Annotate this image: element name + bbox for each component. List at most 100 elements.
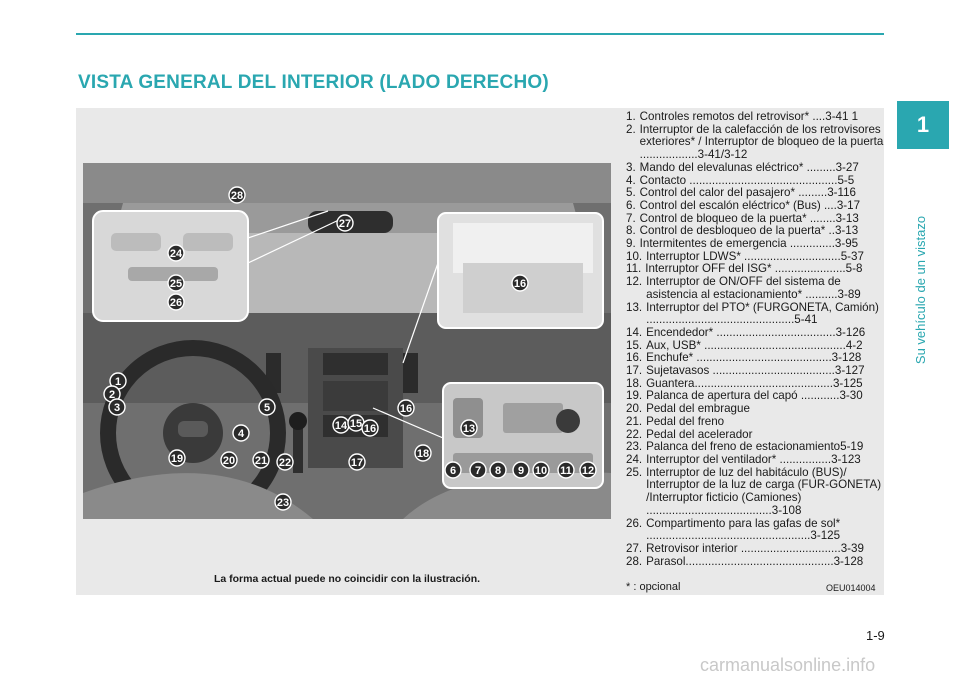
list-item-number: 6. — [626, 198, 636, 212]
callout-15: 15 — [347, 414, 365, 432]
svg-text:9: 9 — [518, 465, 524, 477]
list-item-text: Control del escalón eléctrico* (Bus) ...… — [639, 198, 861, 212]
list-item-text: Interruptor del ventilador* ............… — [646, 452, 861, 466]
callout-20: 20 — [220, 451, 238, 469]
list-item-number: 2. — [626, 122, 636, 136]
list-item-text: Interruptor de luz del habitáculo (BUS)/… — [646, 465, 882, 517]
svg-text:21: 21 — [255, 455, 267, 467]
callout-22: 22 — [276, 453, 294, 471]
list-item: 1.Controles remotos del retrovisor* ....… — [626, 110, 884, 124]
callout-9: 9 — [512, 461, 530, 479]
list-item-number: 8. — [626, 224, 636, 238]
callout-27: 27 — [336, 214, 354, 232]
svg-text:22: 22 — [279, 457, 291, 469]
list-item-number: 20. — [626, 402, 643, 416]
callout-23: 23 — [274, 493, 292, 511]
list-item: 12.Interruptor de ON/OFF del sistema de … — [626, 275, 884, 301]
callout-10: 10 — [532, 461, 550, 479]
figure-id: OEU014004 — [826, 583, 876, 593]
list-item: 5.Control del calor del pasajero* ......… — [626, 187, 884, 200]
svg-text:16: 16 — [514, 278, 526, 290]
list-item-text: Palanca de apertura del capó ...........… — [646, 389, 863, 403]
list-item-text: Interruptor de ON/OFF del sistema de asi… — [646, 275, 861, 301]
list-item-text: Compartimento para las gafas de sol* ...… — [646, 516, 841, 543]
list-item-number: 17. — [626, 364, 643, 378]
chapter-tab[interactable]: 1 — [897, 101, 949, 149]
list-item-number: 15. — [626, 338, 643, 352]
list-item-number: 22. — [626, 427, 643, 441]
svg-text:16: 16 — [400, 403, 412, 415]
svg-text:20: 20 — [223, 455, 235, 467]
list-item-text: Encendedor* ............................… — [646, 325, 866, 339]
list-item-text: Interruptor LDWS* ......................… — [646, 249, 864, 263]
callout-26: 26 — [167, 293, 185, 311]
list-item: 18.Guantera.............................… — [626, 377, 884, 391]
callout-3: 3 — [108, 398, 126, 416]
svg-text:8: 8 — [495, 465, 501, 477]
list-item: 14.Encendedor* .........................… — [626, 325, 884, 340]
list-item: 22.Pedal del acelerador — [626, 427, 884, 442]
chapter-title: Su vehículo de un vistazo — [913, 215, 928, 365]
callout-16: 16 — [361, 419, 379, 437]
svg-text:13: 13 — [463, 423, 475, 435]
callout-1: 1 — [109, 372, 127, 390]
list-item-number: 21. — [626, 414, 643, 428]
list-item-number: 26. — [626, 516, 643, 530]
list-item: 26.Compartimento para las gafas de sol* … — [626, 516, 884, 543]
list-item-number: 28. — [626, 554, 643, 568]
list-item-text: Intermitentes de emergencia ............… — [639, 237, 859, 251]
list-item-number: 12. — [626, 275, 643, 289]
svg-text:4: 4 — [238, 428, 245, 440]
footnote: * : opcional — [626, 581, 681, 593]
callout-28: 28 — [228, 186, 246, 204]
list-item-number: 3. — [626, 160, 636, 174]
page-number: 1-9 — [866, 628, 885, 643]
list-item-number: 10. — [626, 249, 643, 263]
svg-text:16: 16 — [364, 423, 376, 435]
list-item: 27.Retrovisor interior .................… — [626, 541, 884, 556]
list-item: 23.Palanca del freno de estacionamiento5… — [626, 441, 884, 454]
callout-4: 4 — [232, 424, 250, 442]
callout-13: 13 — [460, 419, 478, 437]
list-item-number: 9. — [626, 237, 636, 251]
list-item: 10.Interruptor LDWS* ...................… — [626, 249, 884, 264]
svg-text:18: 18 — [417, 448, 429, 460]
callout-24: 24 — [167, 244, 185, 262]
list-item: 13.Interruptor del PTO* (FURGONETA, Cami… — [626, 300, 884, 327]
svg-text:10: 10 — [535, 465, 547, 477]
callout-5: 5 — [258, 398, 276, 416]
svg-text:15: 15 — [350, 418, 362, 430]
list-item-text: Pedal del embrague — [646, 402, 750, 416]
callout-11: 11 — [557, 461, 575, 479]
callout-16: 16 — [397, 399, 415, 417]
figure-caption: La forma actual puede no coincidir con l… — [213, 573, 481, 585]
list-item-number: 4. — [626, 173, 636, 187]
list-item: 9.Intermitentes de emergencia ..........… — [626, 237, 884, 251]
list-item-number: 1. — [626, 110, 636, 123]
list-item-text: Interruptor de la calefacción de los ret… — [639, 122, 884, 162]
list-item-text: Sujetavasos ............................… — [646, 364, 865, 378]
svg-text:23: 23 — [277, 497, 289, 509]
list-item-text: Interruptor del PTO* (FURGONETA, Camión)… — [646, 300, 879, 327]
list-item: 19.Palanca de apertura del capó ........… — [626, 390, 884, 403]
svg-text:27: 27 — [339, 218, 351, 230]
list-item-number: 14. — [626, 325, 643, 339]
list-item-text: Mando del elevalunas eléctrico* ........… — [639, 160, 859, 174]
list-item: 21.Pedal del freno — [626, 414, 884, 429]
list-item-text: Retrovisor interior ....................… — [646, 541, 864, 555]
list-item-number: 16. — [626, 351, 643, 365]
list-item-number: 7. — [626, 211, 636, 225]
callout-16: 16 — [511, 274, 529, 292]
svg-text:3: 3 — [114, 402, 120, 414]
list-item: 4.Contacto .............................… — [626, 173, 884, 188]
svg-text:26: 26 — [170, 297, 182, 309]
list-item-text: Pedal del acelerador — [646, 427, 753, 441]
svg-text:12: 12 — [582, 465, 594, 477]
callout-14: 14 — [332, 416, 350, 434]
component-list: 1.Controles remotos del retrovisor* ....… — [626, 110, 884, 568]
svg-text:6: 6 — [450, 465, 456, 477]
list-item: 6.Control del escalón eléctrico* (Bus) .… — [626, 198, 884, 213]
list-item-text: Interruptor OFF del ISG* ...............… — [645, 262, 863, 276]
svg-text:19: 19 — [171, 453, 183, 465]
